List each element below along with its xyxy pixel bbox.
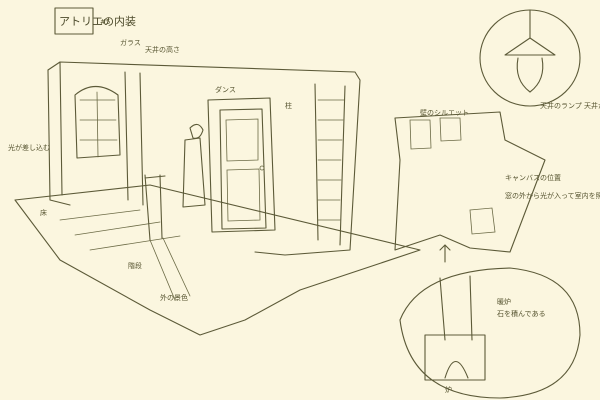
page-mark: #5 — [100, 18, 110, 26]
door — [219, 108, 267, 230]
fireplace-icon — [424, 334, 486, 381]
stair-railing — [144, 174, 166, 241]
sheet-title: アトリエの内装 — [59, 14, 136, 28]
note-hashira: 柱 — [285, 101, 292, 110]
floor — [14, 184, 421, 336]
note-floor: 床 — [40, 208, 47, 217]
door-frame — [207, 97, 276, 233]
note-stairs: 階段 — [128, 261, 142, 270]
title-box — [54, 7, 94, 35]
note-inset-wall: 壁のシルエット — [420, 108, 469, 117]
fireplace-inset — [399, 244, 581, 399]
arched-window — [74, 85, 121, 159]
figure — [182, 123, 206, 208]
right-pillar — [314, 83, 346, 246]
note-glass: ガラス — [120, 38, 141, 47]
main-room — [14, 61, 421, 336]
note-light: 光が差し込む — [8, 143, 50, 152]
chimney — [439, 275, 473, 341]
note-inset-canvas: キャンバスの位置 — [505, 173, 561, 182]
note-dance: ダンス — [215, 85, 236, 94]
room-inset — [394, 111, 546, 253]
lamp-inset — [479, 9, 581, 107]
note-outline: 外の景色 — [160, 293, 188, 302]
note-fireplace-sub: 石を積んである — [497, 309, 546, 318]
hanging-lamp-icon — [504, 37, 556, 56]
note-fireplace: 暖炉 — [497, 297, 511, 306]
note-lamp: 天井のランプ 天井から吊るされている — [540, 101, 600, 110]
note-hearth: 炉 — [445, 385, 452, 394]
left-pillar — [124, 71, 144, 206]
note-tenjo: 天井の高さ — [145, 45, 180, 54]
note-inset-detail: 窓の外から光が入って室内を照らしている — [505, 191, 600, 200]
